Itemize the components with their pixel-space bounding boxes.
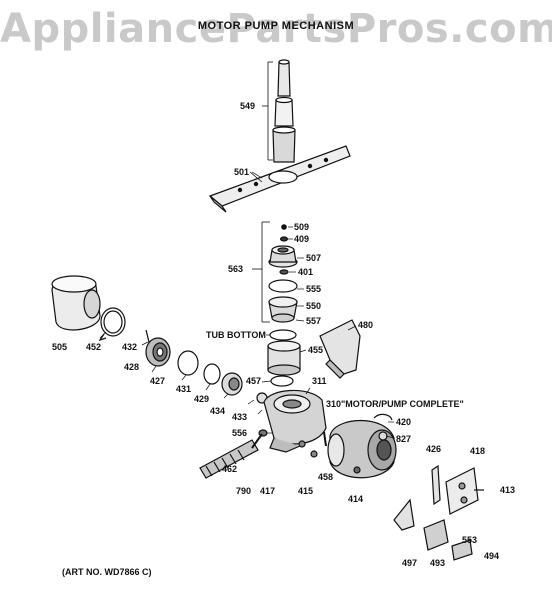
label-420: 420 <box>396 417 412 427</box>
label-432: 432 <box>122 342 138 352</box>
leader-lines <box>99 171 395 439</box>
part-tub-bottom-ring <box>269 329 297 341</box>
label-462: 462 <box>222 464 238 474</box>
part-501-spray-arm <box>208 145 351 213</box>
part-507-hub <box>268 245 298 268</box>
label-557: 557 <box>306 316 322 326</box>
label-427: 427 <box>150 376 166 386</box>
part-827-screw <box>378 431 388 441</box>
label-497: 497 <box>402 558 418 568</box>
label-310-motor-pump-complete: 310"MOTOR/PUMP COMPLETE" <box>326 399 464 409</box>
part-549-spray-tube <box>262 59 296 163</box>
part-427-ring <box>177 350 199 376</box>
label-457: 457 <box>246 376 262 386</box>
label-827: 827 <box>396 434 412 444</box>
part-494-foot <box>451 539 473 561</box>
label-507: 507 <box>306 253 322 263</box>
label-494: 494 <box>484 551 500 561</box>
part-509 <box>281 224 287 230</box>
label-401: 401 <box>298 267 314 277</box>
label-458: 458 <box>318 472 334 482</box>
part-414 <box>353 466 361 474</box>
label-550: 550 <box>306 301 322 311</box>
label-493: 493 <box>430 558 446 568</box>
label-455: 455 <box>308 345 324 355</box>
part-418-mount <box>445 467 479 515</box>
part-790-spring <box>251 433 263 449</box>
label-409: 409 <box>294 234 310 244</box>
label-417: 417 <box>260 486 276 496</box>
label-509: 509 <box>294 222 310 232</box>
part-415 <box>310 450 318 458</box>
part-428-seal <box>145 337 171 367</box>
label-428: 428 <box>124 362 140 372</box>
part-311-pump-body <box>263 389 327 453</box>
label-415: 415 <box>298 486 314 496</box>
art-number: (ART NO. WD7866 C) <box>62 567 152 577</box>
label-505: 505 <box>52 342 68 352</box>
label-418: 418 <box>470 446 486 456</box>
part-550-557-cup <box>268 296 298 323</box>
label-555: 555 <box>306 284 322 294</box>
part-431-ring <box>203 363 221 385</box>
part-457-ring <box>270 375 294 387</box>
part-493-block <box>423 519 449 551</box>
label-556: 556 <box>232 428 248 438</box>
label-501: 501 <box>234 167 250 177</box>
label-429: 429 <box>194 394 210 404</box>
label-426: 426 <box>426 444 442 454</box>
part-563-bracket <box>252 221 270 323</box>
label-553: 553 <box>462 535 478 545</box>
part-409 <box>279 236 289 242</box>
part-555-oring <box>268 279 298 293</box>
label-431: 431 <box>176 384 192 394</box>
label-790: 790 <box>236 486 252 496</box>
label-433: 433 <box>232 412 248 422</box>
part-480-cover <box>319 319 361 379</box>
part-434-impeller <box>221 372 243 396</box>
part-458 <box>323 431 327 447</box>
part-462-hose <box>199 439 259 479</box>
part-455-pump-top <box>267 340 301 376</box>
part-452-clamp <box>98 307 126 342</box>
label-414: 414 <box>348 494 364 504</box>
label-480: 480 <box>358 320 374 330</box>
part-420-clip <box>373 413 393 421</box>
label-549: 549 <box>240 101 256 111</box>
label-563: 563 <box>228 264 244 274</box>
label-413: 413 <box>500 485 516 495</box>
label-452: 452 <box>86 342 102 352</box>
diagram-title: MOTOR PUMP MECHANISM <box>197 20 355 32</box>
part-417 <box>298 440 306 448</box>
label-tub-bottom: TUB BOTTOM <box>206 330 266 340</box>
part-497-bracket <box>393 498 415 531</box>
part-401 <box>279 269 289 275</box>
label-311: 311 <box>312 376 327 386</box>
label-434: 434 <box>210 406 226 416</box>
part-310-motor <box>327 419 397 479</box>
part-505-housing <box>51 275 101 331</box>
part-426-bracket <box>431 464 441 506</box>
